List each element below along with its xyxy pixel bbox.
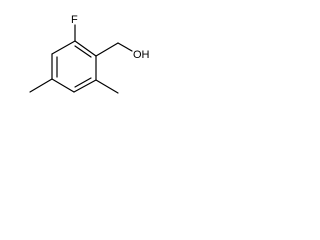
ring-bond-c5-c6: [73, 79, 97, 93]
benzene-ring: [51, 40, 97, 93]
bond-ch2-oxygen: [117, 42, 133, 52]
fluorine-label: F: [71, 14, 78, 26]
bond-c1-ch2: [95, 42, 119, 57]
ring-double-bond-inner-c1-c2: [74, 45, 92, 58]
ring-bond-c4-c5: [51, 78, 75, 93]
ring-double-bond-inner-c5-c6: [74, 77, 92, 88]
hydroxyl-label: OH: [133, 49, 150, 61]
bond-c6-methyl: [95, 79, 119, 94]
bond-c4-methyl: [29, 78, 53, 93]
ring-bond-c1-c2: [74, 40, 97, 57]
structure-diagram: F OH: [29, 14, 150, 94]
ring-bond-c2-c3: [51, 40, 76, 55]
